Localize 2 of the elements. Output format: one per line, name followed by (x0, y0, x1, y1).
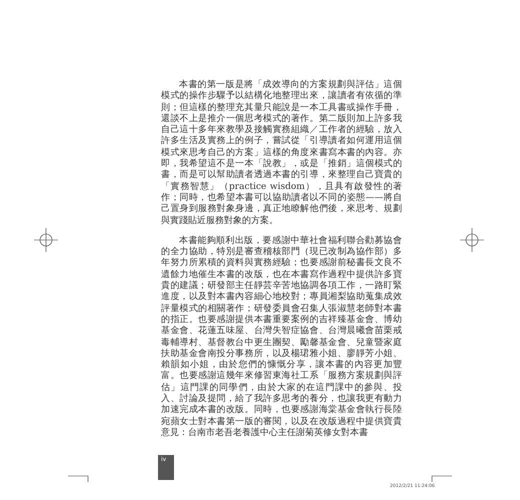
body-paragraph: 本書能夠順利出版，要感謝中華社會福利聯合勸募協會的全力協助，特別是審查稽核部門（現已改制為協作部）多年努力所累積的資料與實務經驗；也要感謝前秘書長文良不遺餘力地催生本書的改版，也在本書寫作過程中提供許多寶貴的建議；研發部主任靜芸辛苦地協調各項工作，一路盯緊進度，以及對本書內容細心地校對；專員湘梨協助蒐集成效評量模式的相關著作；研發委員會召集人張淑慧老師對本書的指正。也要感謝提供本書重要案例的吉祥臻基金會、博幼基金會、花蓮五味屋、台灣失智症協會、台灣晨曦會苗栗戒毒輔導村、基督教台中更生團契、勵馨基金會、兒童暨家庭扶助基金會南投分事務所，以及楊珺雅小姐、廖靜芳小姐、賴韻如小姐，由於您們的慷慨分享，讓本書的內容更加豐富。也要感謝這幾年來修習東海社工系「服務方案規劃與評估」這門課的同學們，由於大家的在這門課中的參與、投入、討論及提問，給了我許多思考的養分，也讓我更有動力加速完成本書的改版。同時，也要感謝海棠基金會執行長陸宛蘋女士對本書第一版的審閱，以及在改版過程中提供寶貴意見：台南市老吾老養護中心主任謝菊英修女對本書 (161, 236, 402, 440)
body-paragraph: 本書的第一版是將「成效導向的方案規劃與評估」這個模式的操作步驟予以結構化地整理出來，讓讀者有依循的準則；但這樣的整理充其量只能說是一本工具書或操作手冊，還談不上是推介一個思考模式的著作。第二版則加上許多我自己這十多年來教學及接觸實務組織／工作者的經驗，放入許多生活及實務上的例子，嘗試從「引導讀者如何運用這個模式來思考自己的方案」這樣的角度來書寫本書的內容。亦即，我希望這不是一本「說教」，或是「推銷」這個模式的書，而是可以幫助讀者透過本書的引導，來整理自己寶貴的「實務智慧」（practice wisdom），且具有啟發性的著作；同時，也希望本書可以協助讀者以不同的姿態——將自己置身到服務對象身邊，真正地瞭解他們後，來思考、規劃與實踐貼近服務對象的方案。 (161, 80, 402, 227)
